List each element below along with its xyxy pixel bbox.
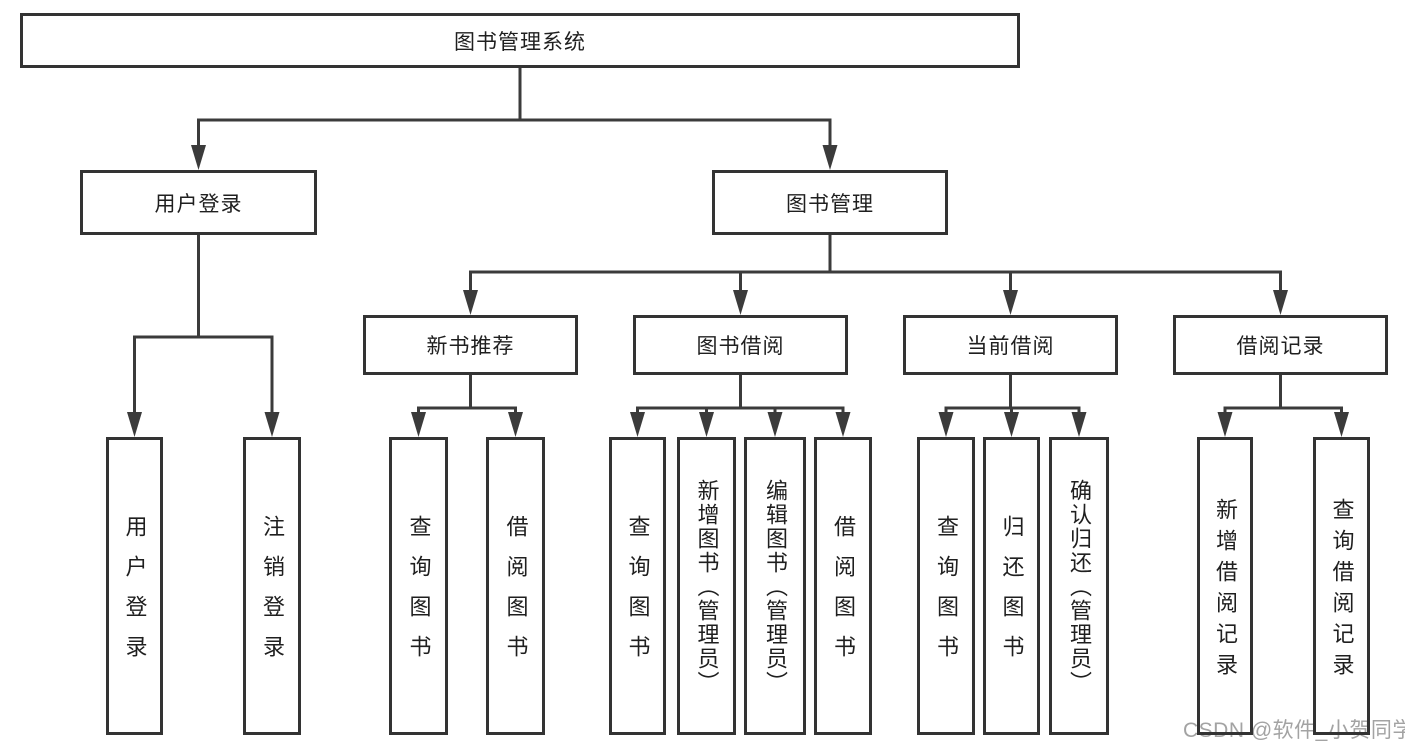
leaf-borrow-query-book: 查询图书 bbox=[609, 437, 666, 735]
leaf-label: 查询图书 bbox=[406, 515, 432, 675]
leaf-label: 确认归还（管理员） bbox=[1067, 479, 1092, 695]
leaf-borrow-edit-book-admin: 编辑图书（管理员） bbox=[744, 437, 806, 735]
node-label: 当前借阅 bbox=[966, 335, 1055, 358]
leaf-record-add-record: 新增借阅记录 bbox=[1197, 437, 1253, 735]
node-book-management: 图书管理 bbox=[712, 170, 948, 235]
node-book-borrow: 图书借阅 bbox=[633, 315, 848, 375]
node-borrow-record: 借阅记录 bbox=[1173, 315, 1388, 375]
leaf-label: 归还图书 bbox=[999, 515, 1025, 675]
leaf-label: 新增借阅记录 bbox=[1213, 497, 1238, 684]
leaf-label: 新增图书（管理员） bbox=[694, 479, 720, 695]
leaf-current-confirm-return-admin: 确认归还（管理员） bbox=[1049, 437, 1109, 735]
node-label: 图书管理系统 bbox=[454, 30, 586, 54]
leaf-logout: 注销登录 bbox=[243, 437, 301, 735]
csdn-watermark: CSDN @软件_小贺同学 bbox=[1183, 719, 1405, 742]
leaf-label: 查询借阅记录 bbox=[1329, 497, 1355, 684]
leaf-record-query-record: 查询借阅记录 bbox=[1313, 437, 1370, 735]
leaf-borrow-add-book-admin: 新增图书（管理员） bbox=[677, 437, 736, 735]
leaf-borrow-borrow-book: 借阅图书 bbox=[814, 437, 872, 735]
node-user-login: 用户登录 bbox=[80, 170, 317, 235]
leaf-label: 查询图书 bbox=[934, 515, 959, 675]
node-label: 图书借阅 bbox=[696, 335, 785, 358]
leaf-user-login: 用户登录 bbox=[106, 437, 163, 735]
leaf-newrec-query-book: 查询图书 bbox=[389, 437, 448, 735]
node-new-book-recommend: 新书推荐 bbox=[363, 315, 578, 375]
arrowheads bbox=[127, 145, 1349, 437]
leaf-label: 查询图书 bbox=[625, 515, 651, 675]
node-root-library-system: 图书管理系统 bbox=[20, 13, 1020, 68]
leaf-label: 借阅图书 bbox=[831, 515, 856, 675]
leaf-label: 注销登录 bbox=[260, 515, 285, 675]
node-label: 图书管理 bbox=[786, 192, 874, 216]
node-current-borrow: 当前借阅 bbox=[903, 315, 1118, 375]
node-label: 借阅记录 bbox=[1236, 335, 1325, 358]
node-label: 用户登录 bbox=[154, 192, 243, 216]
node-label: 新书推荐 bbox=[426, 335, 515, 358]
leaf-current-return-book: 归还图书 bbox=[983, 437, 1040, 735]
leaf-label: 用户登录 bbox=[122, 515, 148, 675]
leaf-current-query-book: 查询图书 bbox=[917, 437, 975, 735]
leaf-label: 编辑图书（管理员） bbox=[763, 479, 788, 695]
leaf-newrec-borrow-book: 借阅图书 bbox=[486, 437, 545, 735]
leaf-label: 借阅图书 bbox=[503, 515, 529, 675]
